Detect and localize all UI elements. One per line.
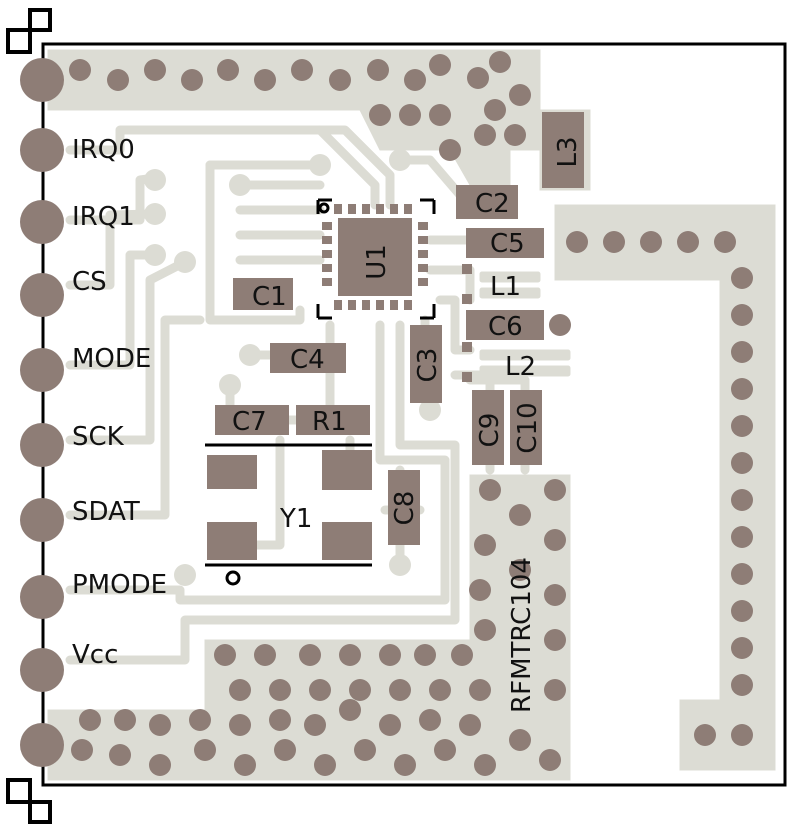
trace-mode: [65, 250, 160, 370]
label-c9: C9: [475, 413, 505, 448]
c4-pad: [270, 343, 346, 373]
label-c3: C3: [413, 348, 443, 383]
label-c6: C6: [488, 312, 523, 342]
trace-sdat: [65, 315, 205, 520]
registration-mark-top-left: [6, 8, 52, 54]
bottom-ground-pour: [47, 474, 571, 781]
y1-pad-4: [322, 522, 372, 560]
label-u1: U1: [362, 244, 392, 280]
label-sck: SCK: [72, 422, 125, 452]
c3-pad: [410, 325, 442, 403]
c5-pad: [466, 228, 544, 258]
u1-outline: [316, 198, 436, 320]
l2-outline-2: [479, 365, 571, 377]
l2-outline: [479, 349, 571, 361]
component-labels: U1 C1 C2 C5 L1 C6 L2 C4 C3 C7 R1 C9 C10 …: [232, 136, 583, 534]
pad-cs: [20, 273, 64, 317]
trace-u1-left-1: [205, 160, 305, 325]
label-y1: Y1: [279, 504, 312, 534]
label-sdat: SDAT: [72, 497, 140, 527]
r1-pad: [296, 405, 370, 435]
pads: [20, 51, 753, 776]
c9-pad: [472, 390, 504, 465]
copper-layer: [47, 49, 776, 781]
antenna-trace: [554, 204, 776, 771]
label-pmode: PMODE: [72, 570, 167, 600]
label-l1: L1: [490, 272, 521, 302]
pad-gnd: [20, 723, 64, 767]
label-irq1: IRQ1: [72, 202, 135, 232]
pad-vcc: [20, 648, 64, 692]
trace-pmode: [65, 320, 450, 605]
pad-sdat: [20, 498, 64, 542]
y1-pad-2: [322, 450, 372, 490]
u1-pins: [322, 204, 428, 310]
pad-top: [20, 58, 64, 102]
label-l2: L2: [505, 352, 536, 382]
pin-labels: IRQ0 IRQ1 CS MODE SCK SDAT PMODE Vcc: [72, 135, 167, 670]
c1-pad: [233, 278, 293, 310]
y1-outline: [205, 443, 372, 586]
l1-outline: [479, 271, 541, 283]
u1-body: [338, 218, 412, 296]
label-mode: MODE: [72, 344, 151, 374]
label-vcc: Vcc: [72, 640, 118, 670]
label-c7: C7: [232, 407, 267, 437]
trace-cs: [65, 209, 160, 290]
label-c4: C4: [290, 345, 325, 375]
pad-irq1: [20, 200, 64, 244]
y1-pad-3: [207, 522, 257, 560]
pad-pmode: [20, 575, 64, 619]
label-c8: C8: [390, 491, 420, 526]
trace-sck: [65, 257, 190, 445]
pad-mode: [20, 348, 64, 392]
label-irq0: IRQ0: [72, 135, 135, 165]
c6-pad: [466, 310, 544, 340]
c2-pad: [456, 185, 518, 219]
c8-pad: [388, 470, 420, 545]
l3-pad: [542, 112, 584, 188]
trace-vcc: [65, 320, 460, 665]
label-c10: C10: [513, 402, 543, 453]
c7-pad: [215, 405, 289, 435]
c10-pad: [510, 390, 542, 465]
y1-pad-1: [207, 455, 257, 489]
label-cs: CS: [72, 267, 107, 297]
trace-irq0: [65, 125, 395, 210]
board-name-label: RFMTRC104: [507, 557, 537, 713]
pad-sck: [20, 423, 64, 467]
label-c5: C5: [490, 229, 525, 259]
pad-irq0: [20, 128, 64, 172]
trace-u1-top: [315, 125, 380, 210]
board-outline: [41, 42, 787, 787]
registration-mark-bottom-left: [6, 778, 52, 824]
l1-outline-2: [479, 287, 541, 299]
label-l3: L3: [553, 136, 583, 167]
label-c2: C2: [475, 189, 510, 219]
label-r1: R1: [312, 407, 347, 437]
trace-vias: [144, 149, 441, 586]
label-c1: C1: [252, 282, 287, 312]
